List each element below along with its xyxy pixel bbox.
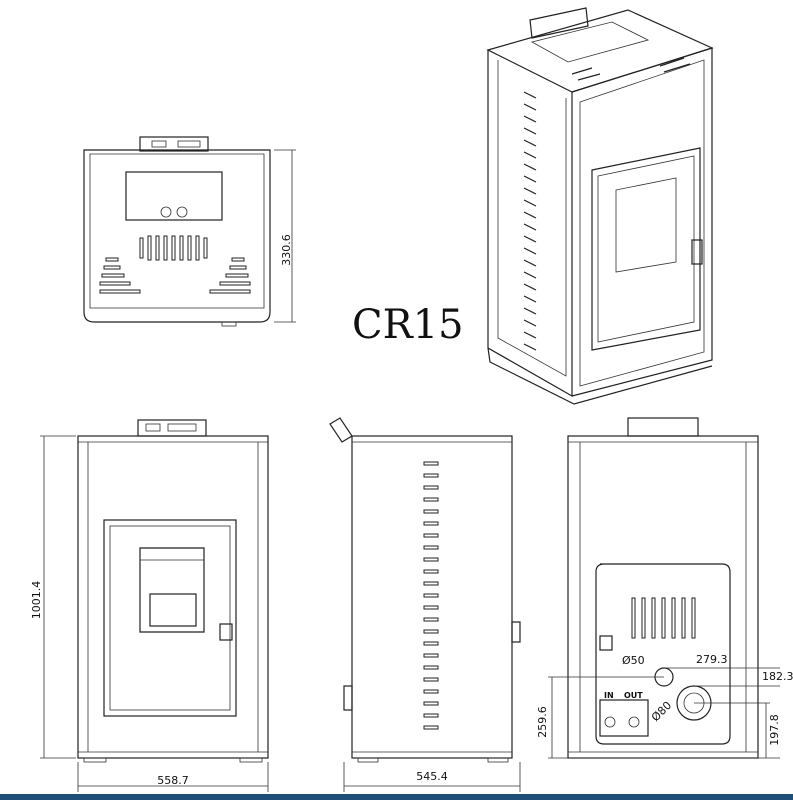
iso-top-grille <box>571 57 691 81</box>
side-view <box>329 417 521 792</box>
top-vent-slots <box>99 235 251 294</box>
dim-height: 1001.4 <box>30 581 43 620</box>
front-view <box>40 419 269 792</box>
iso-side-slots <box>523 91 537 351</box>
dim-pipe-small: Ø50 <box>622 654 645 667</box>
model-title: CR15 <box>352 302 464 348</box>
rear-view <box>548 417 780 759</box>
top-view <box>83 136 296 327</box>
rear-vent-slots <box>631 597 696 639</box>
dim-outlet-right: 182.3 <box>762 670 793 683</box>
dim-outlet-height: 197.8 <box>768 714 781 746</box>
dim-pipe-large: Ø80 <box>649 699 674 724</box>
dim-outlet-horizontal: 279.3 <box>696 653 728 666</box>
side-vent-slots <box>423 461 439 730</box>
dim-inlet-height: 259.6 <box>536 706 549 738</box>
footer-bar <box>0 794 793 800</box>
dim-top-depth: 330.6 <box>280 234 293 266</box>
dim-width: 558.7 <box>157 774 189 787</box>
dim-depth: 545.4 <box>416 770 448 783</box>
label-in: IN <box>604 691 614 700</box>
label-out: OUT <box>624 691 643 700</box>
isometric-view <box>486 7 714 405</box>
